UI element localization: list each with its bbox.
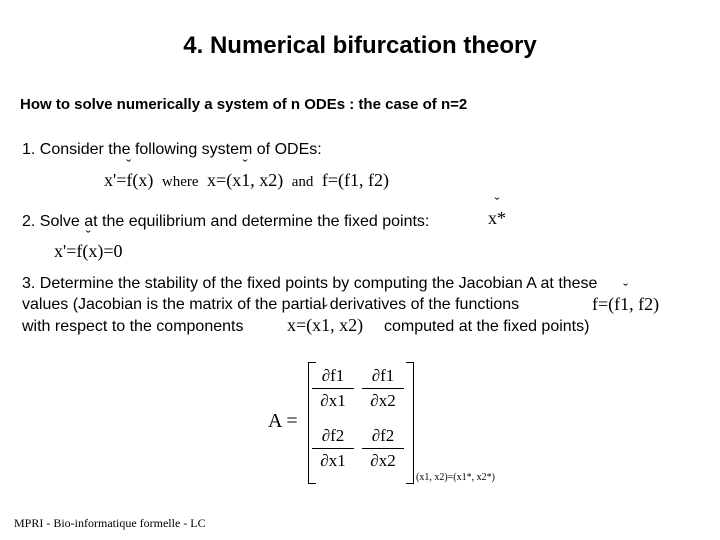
step3-line1: 3. Determine the stability of the fixed … (22, 275, 598, 292)
function-vector-def: f=(f1, f2) (321, 170, 389, 190)
step3-line2: values (Jacobian is the matrix of the pa… (22, 296, 520, 313)
step3-x-def: x=(x1, x2) (287, 315, 363, 336)
step1-equation: x'=f(x) where x=(x1, x2) and f=(f1, f2) (104, 170, 389, 191)
matrix-bracket-right (406, 362, 414, 484)
step2-text: 2. Solve at the equilibrium and determin… (22, 213, 430, 230)
where-word: where (161, 174, 199, 190)
jacobian-cell: ∂f1 ∂x1 (312, 366, 354, 411)
evaluation-point: (x1, x2)=(x1*, x2*) (416, 472, 495, 483)
fixed-point-symbol: x* (488, 208, 506, 229)
matrix-bracket-left (308, 362, 316, 484)
state-vector-def: x=(x1, x2) (207, 170, 283, 191)
jacobian-cell: ∂f2 ∂x1 (312, 426, 354, 471)
step3-f-def: f=(f1, f2) (592, 294, 659, 315)
and-word: and (291, 174, 314, 190)
step1-text: 1. Consider the following system of ODEs… (22, 141, 322, 158)
equilibrium-equation: x'=f(x)=0 (54, 241, 123, 262)
slide-footer: MPRI - Bio-informatique formelle - LC (14, 516, 206, 530)
jacobian-cell: ∂f2 ∂x2 (362, 426, 404, 471)
ode-system: x'=f(x) (104, 170, 153, 191)
jacobian-cell: ∂f1 ∂x2 (362, 366, 404, 411)
step3-line3-start: with respect to the components (22, 318, 244, 335)
slide-subtitle: How to solve numerically a system of n O… (20, 96, 468, 113)
step3-line3-end: computed at the fixed points) (384, 318, 590, 335)
jacobian-label: A = (268, 410, 298, 432)
slide-title: 4. Numerical bifurcation theory (183, 32, 537, 59)
